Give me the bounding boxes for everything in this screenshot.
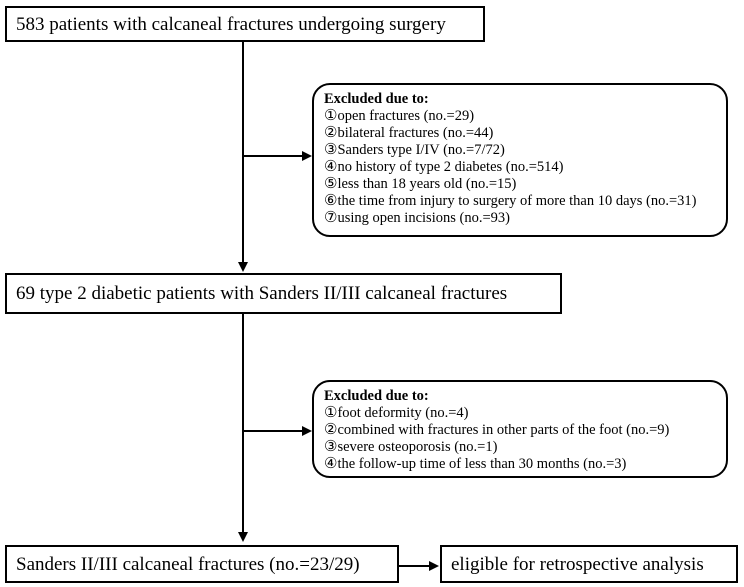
exclusion-1-item: ②bilateral fractures (no.=44): [324, 125, 718, 142]
item-number: ⑥: [324, 193, 338, 209]
exclusion-2-item: ②combined with fractures in other parts …: [324, 422, 718, 439]
item-text: foot deformity (no.=4): [337, 405, 469, 421]
item-number: ④: [324, 159, 338, 175]
item-number: ⑦: [324, 210, 338, 226]
item-text: combined with fractures in other parts o…: [337, 422, 670, 438]
item-text: open fractures (no.=29): [337, 108, 475, 124]
exclusion-2-item: ④the follow-up time of less than 30 mont…: [324, 456, 718, 473]
box-eligible: eligible for retrospective analysis: [440, 545, 738, 583]
box-sanders-fractures-label: Sanders II/III calcaneal fractures (no.=…: [16, 553, 360, 575]
item-text: severe osteoporosis (no.=1): [337, 439, 498, 455]
box-diabetic-patients-label: 69 type 2 diabetic patients with Sanders…: [16, 283, 508, 304]
exclusion-2-title: Excluded due to:: [324, 388, 429, 404]
exclusion-1-item: ③Sanders type I/IV (no.=7/72): [324, 142, 718, 159]
box-sanders-fractures: Sanders II/III calcaneal fractures (no.=…: [5, 545, 399, 583]
box-eligible-label: eligible for retrospective analysis: [451, 553, 704, 575]
exclusion-1-item: ①open fractures (no.=29): [324, 108, 718, 125]
item-text: using open incisions (no.=93): [337, 210, 510, 226]
exclusion-1-item: ⑥the time from injury to surgery of more…: [324, 193, 718, 210]
box-initial-patients: 583 patients with calcaneal fractures un…: [5, 6, 485, 42]
item-text: Sanders type I/IV (no.=7/72): [337, 142, 505, 158]
item-number: ②: [324, 125, 338, 141]
item-number: ①: [324, 405, 338, 421]
item-number: ⑤: [324, 176, 338, 192]
exclusion-box-1: Excluded due to: ①open fractures (no.=29…: [312, 83, 728, 237]
item-text: the follow-up time of less than 30 month…: [337, 456, 627, 472]
exclusion-2-item: ③severe osteoporosis (no.=1): [324, 439, 718, 456]
exclusion-2-item: ①foot deformity (no.=4): [324, 405, 718, 422]
box-initial-patients-label: 583 patients with calcaneal fractures un…: [16, 13, 446, 35]
exclusion-1-item: ⑤less than 18 years old (no.=15): [324, 176, 718, 193]
item-number: ①: [324, 108, 338, 124]
item-text: less than 18 years old (no.=15): [337, 176, 517, 192]
box-diabetic-patients: 69 type 2 diabetic patients with Sanders…: [5, 273, 562, 314]
item-number: ④: [324, 456, 338, 472]
item-text: bilateral fractures (no.=44): [337, 125, 494, 141]
item-text: no history of type 2 diabetes (no.=514): [337, 159, 564, 175]
item-number: ③: [324, 142, 338, 158]
exclusion-1-item: ④no history of type 2 diabetes (no.=514): [324, 159, 718, 176]
item-number: ③: [324, 439, 338, 455]
exclusion-box-2: Excluded due to: ①foot deformity (no.=4)…: [312, 380, 728, 478]
exclusion-1-item: ⑦using open incisions (no.=93): [324, 210, 718, 227]
item-text: the time from injury to surgery of more …: [337, 193, 697, 209]
exclusion-1-title: Excluded due to:: [324, 91, 429, 107]
item-number: ②: [324, 422, 338, 438]
